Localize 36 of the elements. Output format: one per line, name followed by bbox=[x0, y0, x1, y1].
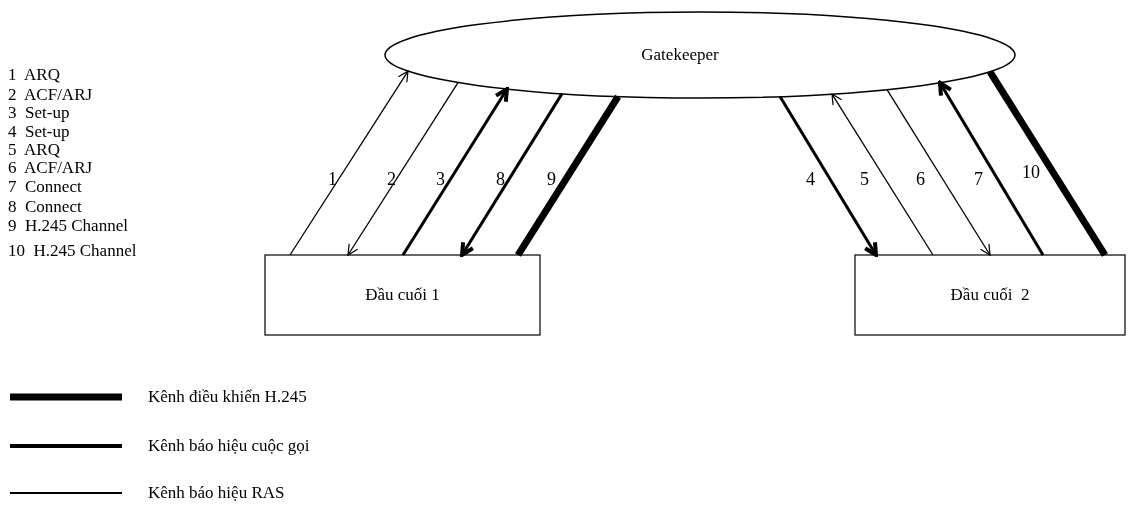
legend-list-item: 7 Connect bbox=[8, 178, 82, 195]
arrow bbox=[347, 81, 459, 256]
node-label: Đầu cuối 2 bbox=[950, 284, 1030, 307]
legend-text: Kênh điều khiển H.245 bbox=[148, 388, 307, 405]
node-label: Đầu cuối 1 bbox=[365, 284, 440, 307]
arrow bbox=[938, 80, 1045, 256]
edge-label: 2 bbox=[387, 170, 396, 188]
legend-list-item: 3 Set-up bbox=[8, 104, 70, 121]
legend-list-item: 9 H.245 Channel bbox=[8, 217, 128, 234]
edge-label: 9 bbox=[547, 170, 556, 188]
connector-line bbox=[515, 94, 621, 257]
arrow bbox=[401, 87, 509, 256]
connector-line bbox=[987, 69, 1108, 257]
legend-list-item: 6 ACF/ARJ bbox=[8, 159, 93, 176]
legend-list-item: 8 Connect bbox=[8, 198, 82, 215]
edge-label: 3 bbox=[436, 170, 445, 188]
legend-list-item: 2 ACF/ARJ bbox=[8, 86, 93, 103]
node-label: Gatekeeper bbox=[641, 44, 719, 67]
edge-label: 5 bbox=[860, 170, 869, 188]
legend-list-item: 10 H.245 Channel bbox=[8, 242, 137, 259]
legend-list-item: 4 Set-up bbox=[8, 123, 70, 140]
arrow bbox=[289, 70, 409, 256]
legend-text: Kênh báo hiệu RAS bbox=[148, 484, 285, 501]
edge-label: 6 bbox=[916, 170, 925, 188]
legend-text: Kênh báo hiệu cuộc gọi bbox=[148, 437, 310, 454]
edge-label: 7 bbox=[974, 170, 983, 188]
legend-list-item: 5 ARQ bbox=[8, 141, 60, 158]
legend-list-item: 1 ARQ bbox=[8, 66, 60, 83]
arrow bbox=[831, 93, 934, 256]
arrow bbox=[778, 95, 878, 257]
arrow bbox=[460, 92, 564, 257]
edge-label: 1 bbox=[328, 170, 337, 188]
edge-label: 4 bbox=[806, 170, 815, 188]
edge-label: 8 bbox=[496, 170, 505, 188]
arrow bbox=[886, 88, 991, 256]
edge-label: 10 bbox=[1022, 163, 1040, 181]
